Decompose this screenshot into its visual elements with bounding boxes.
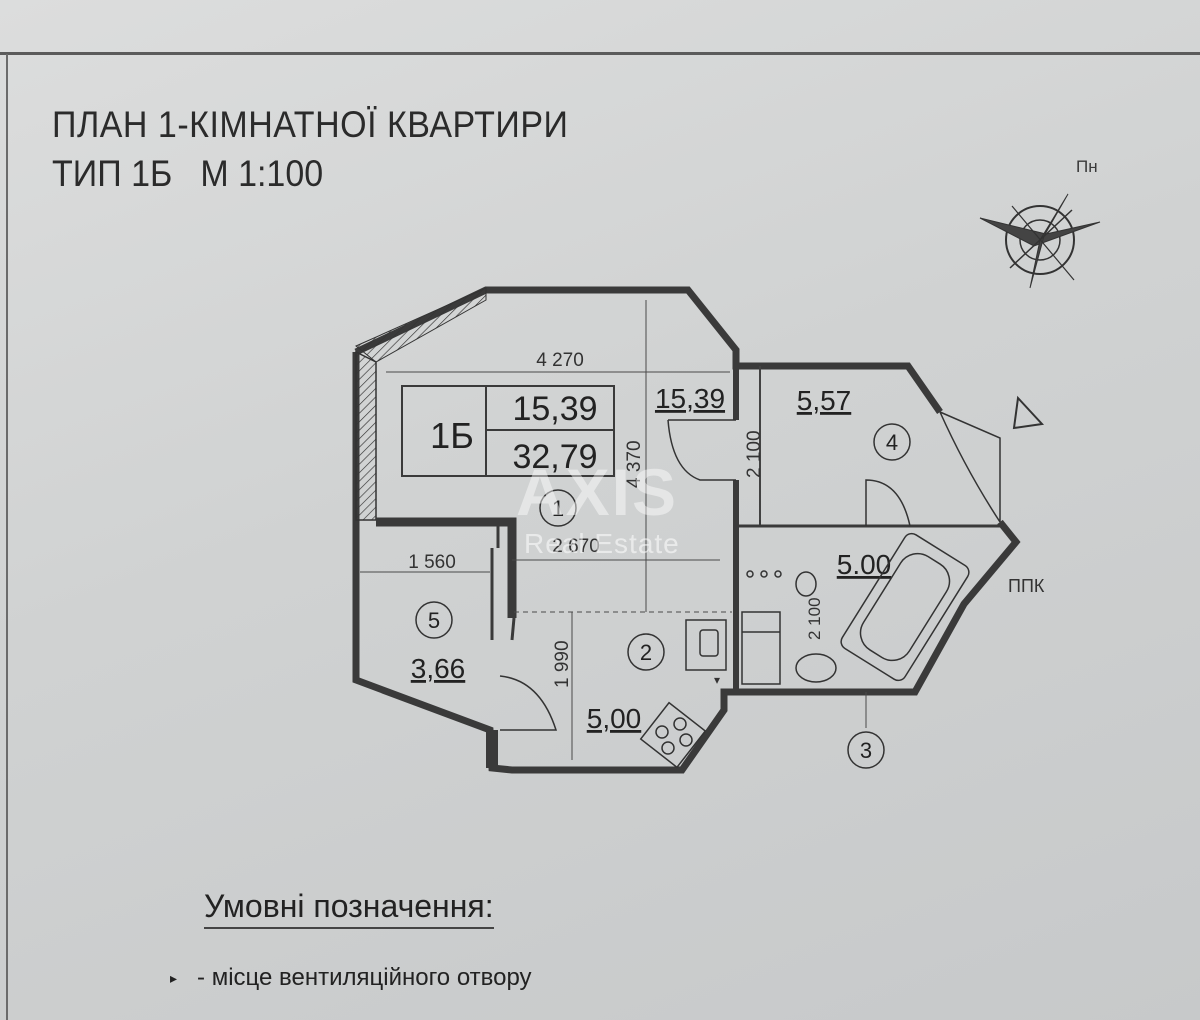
room3-number: 3	[860, 738, 872, 763]
window-hatch-north	[355, 287, 487, 363]
plan-title: ПЛАН 1-КІМНАТНОЇ КВАРТИРИ	[52, 104, 569, 146]
dim-room1-width: 4 270	[536, 350, 584, 371]
compass-rose-icon	[979, 193, 1101, 289]
fixtures	[639, 532, 970, 769]
room4-number: 4	[886, 430, 898, 455]
room-number-circles	[415, 423, 911, 769]
vent-marker-icon: ▾	[714, 673, 720, 687]
north-label: Пн	[1076, 157, 1098, 176]
legend-item-text: - місце вентиляційного отвору	[197, 964, 532, 991]
room1-number: 1	[552, 496, 564, 521]
dim-room1-depth: 4 370	[624, 440, 645, 488]
outer-walls	[352, 286, 1021, 774]
watermark-brand: AXIS	[516, 455, 679, 529]
room5-area: 3,66	[411, 653, 466, 684]
dim-kitchen-depth: 1 990	[552, 640, 573, 688]
room3-area: 5.00	[837, 549, 892, 580]
frame-line-top	[0, 52, 1200, 55]
dim-loggia-width: 1 560	[408, 552, 456, 573]
dim-kitchen-width: 2 670	[552, 536, 600, 557]
window-hatch-west	[355, 350, 377, 521]
ppk-label: ППК	[1008, 576, 1045, 596]
apartment-type-box	[401, 385, 615, 477]
watermark-sub: Real Estate	[524, 528, 680, 559]
total-area-value: 32,79	[512, 438, 597, 476]
room2-area: 5,00	[587, 703, 642, 734]
frame-line-left	[6, 54, 8, 1020]
door-swings	[499, 411, 1001, 731]
apartment-type: ТИП 1Б	[52, 153, 173, 195]
dim-bath-depth: 2 100	[805, 597, 824, 640]
living-area-value: 15,39	[512, 390, 597, 428]
legend-title: Умовні позначення:	[204, 888, 494, 929]
apartment-type-code: 1Б	[430, 415, 474, 456]
room5-number: 5	[428, 608, 440, 633]
plan-subtitle: ТИП 1Б М 1:100	[52, 153, 351, 196]
entrance-marker-icon	[1012, 395, 1045, 430]
vent-opening-icon: ▸	[170, 970, 178, 987]
legend-item: ▸ - місце вентиляційного отвору	[170, 964, 532, 992]
room1-area: 15,39	[655, 383, 725, 414]
room2-number: 2	[640, 640, 652, 665]
plan-scale: М 1:100	[200, 153, 324, 195]
room4-area: 5,57	[797, 385, 852, 416]
dimension-lines	[360, 300, 867, 760]
dim-hall-depth: 2 100	[744, 430, 765, 478]
